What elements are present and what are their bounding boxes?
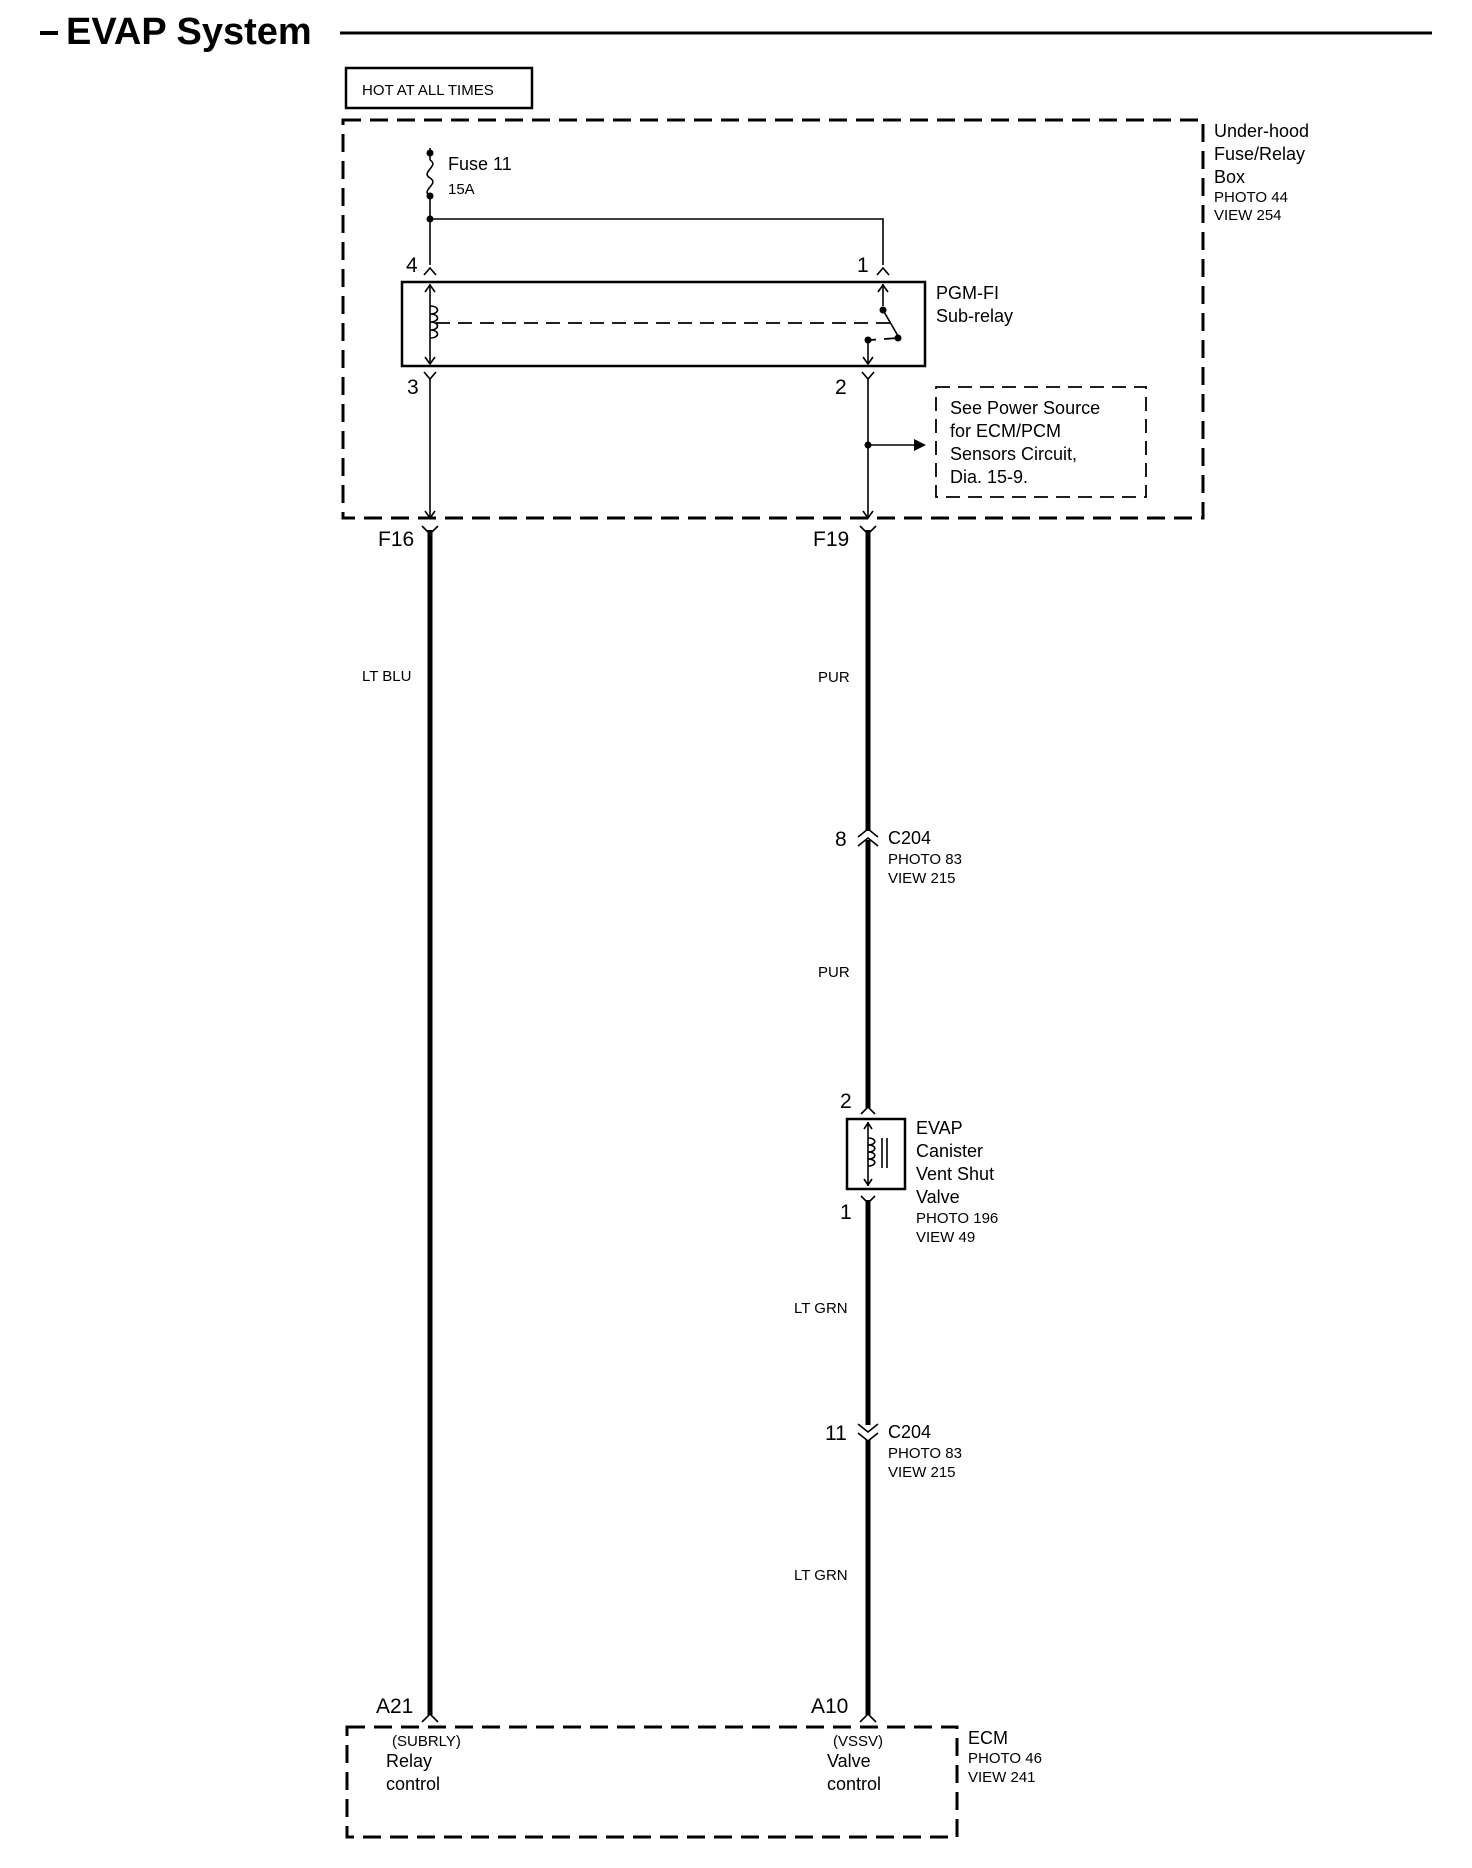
fuse-box-photo: PHOTO 44 bbox=[1214, 189, 1288, 206]
c204-bottom-pin: 11 bbox=[825, 1422, 847, 1445]
wire-color-left: LT BLU bbox=[362, 668, 411, 685]
wire-color-right-bottom: LT GRN bbox=[794, 1567, 848, 1584]
wire-color-right-mid: PUR bbox=[818, 964, 850, 981]
relay-pin-3: 3 bbox=[407, 376, 419, 399]
c204-top-name: C204 bbox=[888, 828, 931, 848]
relay-pin-4: 4 bbox=[406, 254, 418, 277]
ecm-view: VIEW 241 bbox=[968, 1769, 1036, 1786]
evap-valve-box bbox=[845, 1117, 907, 1191]
switch-dashed-return bbox=[869, 337, 899, 341]
bus-wire-to-pin1 bbox=[430, 218, 884, 265]
terminal-f19: F19 bbox=[813, 528, 849, 551]
wire-color-right-top: PUR bbox=[818, 669, 850, 686]
ecm-left-sub: (SUBRLY) bbox=[392, 1733, 461, 1750]
fuse-box-label-2: Fuse/Relay bbox=[1214, 144, 1305, 164]
c204-bottom-photo: PHOTO 83 bbox=[888, 1445, 962, 1462]
ecm-left-line-1: Relay bbox=[386, 1751, 432, 1771]
terminal-f16: F16 bbox=[378, 528, 414, 551]
ecm-right-line-1: Valve bbox=[827, 1751, 871, 1771]
coil-arrow-top bbox=[424, 283, 436, 293]
c204-top-pin: 8 bbox=[835, 828, 847, 851]
relay-pin-2: 2 bbox=[835, 376, 847, 399]
valve-photo: PHOTO 196 bbox=[916, 1210, 998, 1227]
fuse-symbol bbox=[426, 159, 434, 197]
valve-arrow-bottom bbox=[863, 1178, 873, 1187]
c204-top-view: VIEW 215 bbox=[888, 870, 956, 887]
fuse-relay-box bbox=[341, 118, 1205, 520]
ecm-right-line-2: control bbox=[827, 1774, 881, 1794]
see-note-line-3: Sensors Circuit, bbox=[950, 444, 1077, 464]
a21-connector bbox=[421, 1712, 439, 1723]
ecm-left-line-2: control bbox=[386, 1774, 440, 1794]
pin4-connector bbox=[423, 266, 437, 276]
c204-top-photo: PHOTO 83 bbox=[888, 851, 962, 868]
switch-arrow-top bbox=[877, 283, 889, 293]
note-arrow-head bbox=[914, 439, 926, 451]
ecm-name: ECM bbox=[968, 1728, 1008, 1748]
see-note-box bbox=[935, 386, 1147, 498]
valve-solenoid-coil bbox=[867, 1137, 876, 1167]
sub-relay-box bbox=[400, 280, 927, 368]
valve-pin-top: 2 bbox=[840, 1090, 852, 1113]
valve-pin-bottom: 1 bbox=[840, 1201, 852, 1224]
c204-bottom-upper bbox=[857, 1423, 879, 1434]
pin1-connector bbox=[876, 266, 890, 276]
c204-bottom-lower bbox=[857, 1432, 879, 1443]
wire-color-right-low: LT GRN bbox=[794, 1300, 848, 1317]
fuse-dot-top bbox=[426, 149, 434, 157]
ecm-photo: PHOTO 46 bbox=[968, 1750, 1042, 1767]
terminal-a10: A10 bbox=[811, 1695, 848, 1718]
c204-bottom-view: VIEW 215 bbox=[888, 1464, 956, 1481]
valve-label-4: Valve bbox=[916, 1187, 960, 1207]
see-note-line-4: Dia. 15-9. bbox=[950, 467, 1028, 487]
c204-bottom-name: C204 bbox=[888, 1422, 931, 1442]
hot-label: HOT AT ALL TIMES bbox=[362, 82, 494, 99]
coil-arrow-bottom bbox=[424, 356, 436, 366]
relay-switch-blade bbox=[882, 309, 899, 337]
valve-label-3: Vent Shut bbox=[916, 1164, 994, 1184]
terminal-a21: A21 bbox=[376, 1695, 413, 1718]
see-note-line-2: for ECM/PCM bbox=[950, 421, 1061, 441]
c204-top-lower bbox=[857, 836, 879, 847]
valve-view: VIEW 49 bbox=[916, 1229, 975, 1246]
valve-label-2: Canister bbox=[916, 1141, 983, 1161]
ecm-right-sub: (VSSV) bbox=[833, 1733, 883, 1750]
relay-label-1: PGM-FI bbox=[936, 283, 999, 303]
pin3-connector bbox=[423, 371, 437, 381]
c204-top-upper bbox=[857, 827, 879, 838]
a10-connector bbox=[859, 1712, 877, 1723]
valve-pin2-connector bbox=[860, 1105, 876, 1115]
fuse-rating: 15A bbox=[448, 181, 475, 198]
page-title: EVAP System bbox=[66, 11, 312, 53]
valve-label-1: EVAP bbox=[916, 1118, 963, 1138]
fuse-box-view: VIEW 254 bbox=[1214, 207, 1282, 224]
relay-coil-symbol bbox=[429, 305, 439, 339]
switch-arrow-bottom bbox=[862, 356, 874, 366]
fuse-name: Fuse 11 bbox=[448, 154, 512, 174]
hot-label-box bbox=[344, 66, 534, 110]
valve-arrow-top bbox=[863, 1121, 873, 1130]
ecm-box bbox=[345, 1725, 959, 1839]
fuse-box-label-1: Under-hood bbox=[1214, 121, 1309, 141]
fuse-box-label-3: Box bbox=[1214, 167, 1245, 187]
see-note-line-1: See Power Source bbox=[950, 398, 1100, 418]
pin2-connector bbox=[861, 371, 875, 381]
f19-inner-arrow bbox=[862, 510, 874, 520]
f16-inner-arrow bbox=[424, 510, 436, 520]
relay-pin-1: 1 bbox=[857, 254, 869, 277]
relay-label-2: Sub-relay bbox=[936, 306, 1013, 326]
